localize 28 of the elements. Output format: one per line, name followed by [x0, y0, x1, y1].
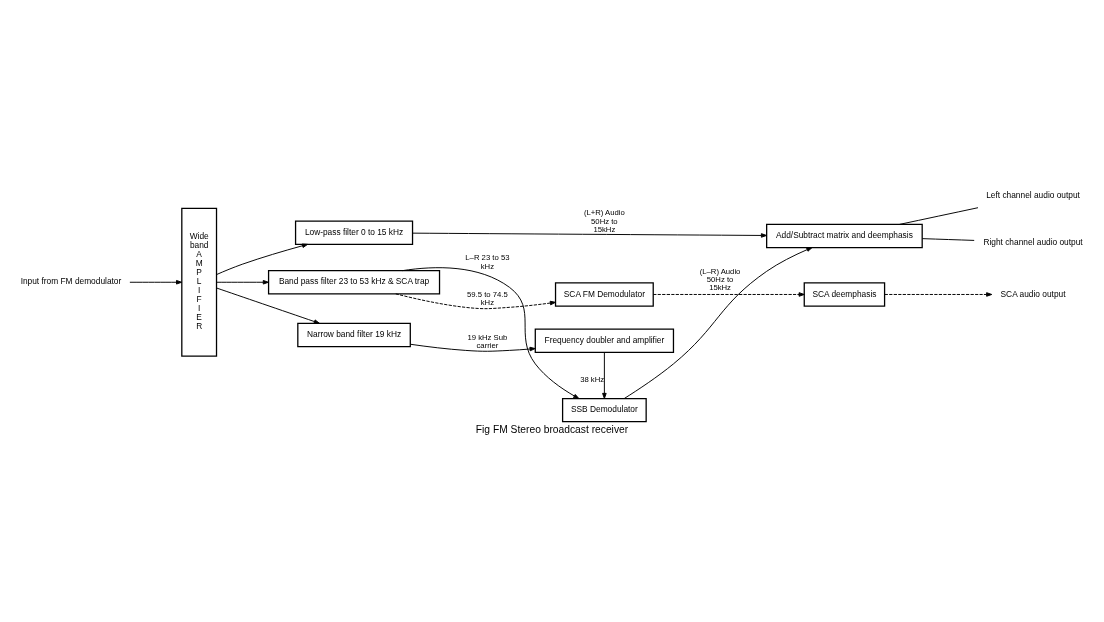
connector [899, 206, 979, 225]
arrow [216, 279, 269, 285]
arrow [216, 287, 320, 324]
node-text: Input from FM demodulator [20, 275, 122, 286]
arrow [412, 232, 767, 238]
node-box: SSB Demodulator [561, 397, 647, 422]
node-box: Wide band A M P L I F I E R [181, 207, 218, 357]
arrow [395, 292, 556, 309]
node-text: Left channel audio output [986, 189, 1080, 200]
arrow [602, 351, 607, 399]
caption: Fig FM Stereo broadcast receiver [475, 423, 629, 435]
node-box: Low-pass filter 0 to 15 kHz [294, 220, 414, 245]
connector [921, 237, 975, 241]
arrow [129, 279, 183, 285]
node-box: SCA FM Demodulator [554, 281, 654, 307]
arrow [884, 291, 993, 297]
arrow [652, 291, 805, 297]
arrow [401, 266, 580, 399]
node-box: Add/Subtract matrix and deemphasis [766, 223, 923, 248]
arrow [216, 243, 309, 275]
arrow [623, 246, 813, 399]
node-text: SCA audio output [1000, 288, 1066, 299]
node-box: Frequency doubler and amplifier [534, 328, 675, 353]
node-text: Right channel audio output [983, 236, 1083, 247]
arrow [410, 343, 536, 352]
node-box: Narrow band filter 19 kHz [297, 322, 411, 347]
node-box: SCA deemphasis [803, 281, 886, 307]
node-box: Band pass filter 23 to 53 kHz & SCA trap [267, 269, 441, 294]
